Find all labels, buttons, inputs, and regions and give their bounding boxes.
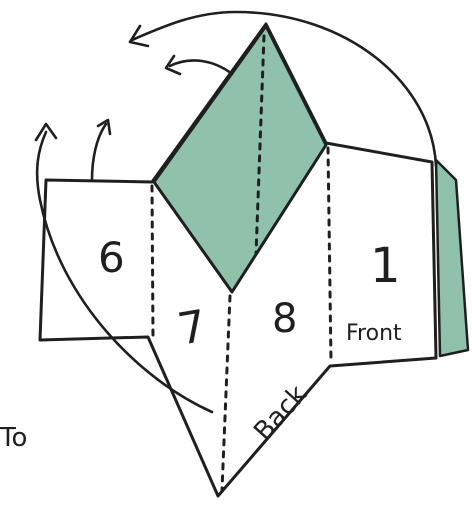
fold-line-left <box>150 184 155 340</box>
top-arc-arrow <box>130 10 438 168</box>
left-loop-arrowhead <box>34 122 58 142</box>
small-diamond-arrow <box>168 59 234 76</box>
back-label: Back <box>248 380 313 447</box>
panel-7-label: 7 <box>174 301 210 356</box>
fold-line-diamond <box>254 34 266 256</box>
panel-6-label: 6 <box>98 233 125 282</box>
diamond-panel <box>152 24 328 294</box>
front-label: Front <box>346 321 402 346</box>
left-small-arrowhead <box>96 118 112 136</box>
left-loop-arrow <box>35 130 214 414</box>
top-arc-arrowhead <box>128 24 150 48</box>
partial-left-text: To <box>0 423 27 453</box>
left-small-arrow <box>90 122 108 182</box>
fold-line-right <box>326 146 333 364</box>
panel-1-label: 1 <box>370 238 401 294</box>
small-diamond-arrowhead <box>164 54 182 76</box>
right-back-flap <box>434 158 470 358</box>
fold-line-center <box>220 294 232 492</box>
panel-8-label: 8 <box>272 296 297 342</box>
